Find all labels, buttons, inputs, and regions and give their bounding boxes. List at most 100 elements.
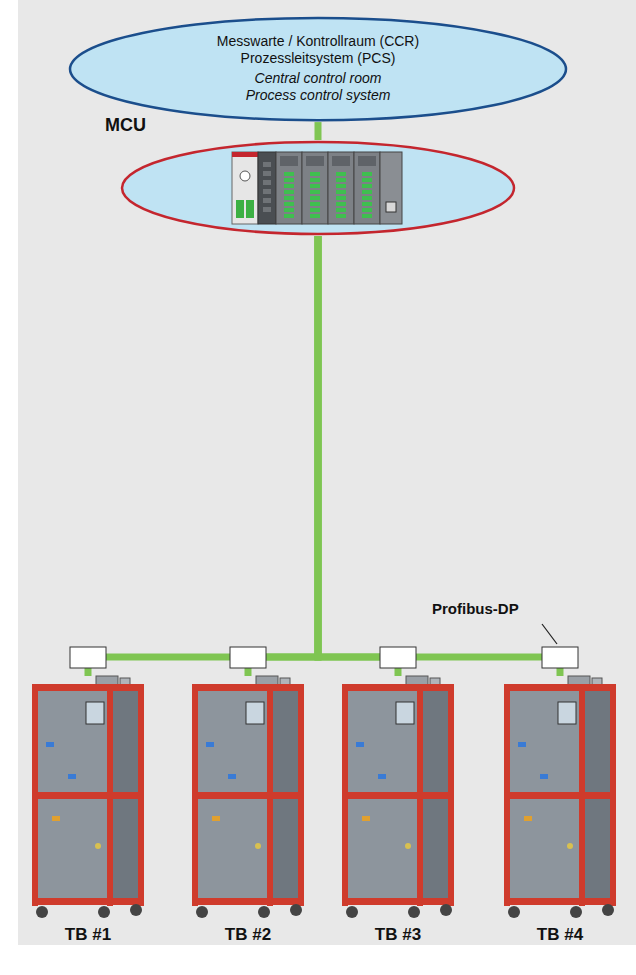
cabinet-screen — [246, 702, 264, 724]
cabinet-tag — [68, 774, 76, 779]
cabinet-frame-bar — [192, 684, 304, 691]
plc-led — [284, 208, 294, 212]
plc-led — [336, 178, 346, 182]
plc-cpu-module — [232, 152, 258, 224]
plc-led — [362, 184, 372, 188]
bus-connector-box — [380, 647, 416, 668]
cabinet-tag — [52, 816, 60, 821]
plc-led — [284, 202, 294, 206]
plc-led — [284, 172, 294, 176]
cabinet-wheel — [440, 904, 452, 916]
cabinet-tag — [228, 774, 236, 779]
cabinet-frame-bar — [192, 898, 304, 905]
bus-connector — [315, 122, 322, 140]
node-text: Central control room Process control sys… — [242, 70, 394, 104]
cabinet-tag — [212, 816, 220, 821]
plc-label — [306, 156, 324, 166]
cabinet-screen — [396, 702, 414, 724]
bus-label: Profibus-DP — [432, 600, 519, 617]
cabinet-screen — [86, 702, 104, 724]
terminal-box-cabinet: TB #1 — [28, 676, 148, 921]
node-heading: MCU — [105, 115, 146, 136]
plc-led — [336, 214, 346, 218]
cabinet-frame-bar — [504, 898, 616, 905]
node-outline — [122, 142, 514, 234]
plc-led — [263, 189, 271, 194]
cabinet-frame-bar — [342, 898, 454, 905]
plc-illustration — [232, 152, 402, 224]
plc-label — [358, 156, 376, 166]
node-heading: TB #4 — [500, 925, 620, 945]
node-shape — [120, 140, 516, 236]
cabinet-wheel — [290, 904, 302, 916]
plc-led — [336, 190, 346, 194]
cabinet-wheel — [36, 906, 48, 918]
bus-connector — [318, 236, 560, 676]
plc-io-module — [354, 152, 380, 224]
plc-led — [310, 172, 320, 176]
plc-led — [263, 180, 271, 185]
cabinet-tag — [540, 774, 548, 779]
plc-led — [362, 172, 372, 176]
plc-led — [310, 178, 320, 182]
plc-led — [310, 184, 320, 188]
cabinet-screen — [558, 702, 576, 724]
cabinet-wheel — [130, 904, 142, 916]
cabinet-tag — [524, 816, 532, 821]
cabinet-illustration — [504, 676, 616, 918]
cabinet-tag — [206, 742, 214, 747]
cabinet-wheel — [98, 906, 110, 918]
bus-connector-box — [70, 647, 106, 668]
cabinet-wheel — [570, 906, 582, 918]
bus-connector — [318, 236, 398, 676]
plc-led — [263, 162, 271, 167]
node-heading: TB #3 — [338, 925, 458, 945]
node-heading: TB #2 — [188, 925, 308, 945]
bus-connector — [248, 236, 318, 676]
cabinet-lock — [95, 843, 101, 849]
node-shape — [500, 676, 620, 921]
cabinet-illustration — [342, 676, 454, 918]
cabinet-lock — [255, 843, 261, 849]
cabinet-tag — [362, 816, 370, 821]
cabinet-wheel — [602, 904, 614, 916]
plc-led — [310, 202, 320, 206]
cabinet-frame-bar — [342, 684, 454, 691]
cabinet-tag — [518, 742, 526, 747]
node-shape — [28, 676, 148, 921]
node-shape — [338, 676, 458, 921]
plc-led — [362, 202, 372, 206]
plc-led — [310, 214, 320, 218]
cabinet-wheel — [508, 906, 520, 918]
plc-led — [284, 178, 294, 182]
bus-connector-box — [230, 647, 266, 668]
plc-led — [362, 208, 372, 212]
cabinet-wheel — [346, 906, 358, 918]
plc-power-module — [258, 152, 276, 224]
plc-knob — [240, 171, 250, 181]
plc-label — [332, 156, 350, 166]
cabinet-frame-bar — [342, 792, 454, 799]
cabinet-wheel — [408, 906, 420, 918]
node-shape — [188, 676, 308, 921]
cabinet-tag — [356, 742, 364, 747]
plc-led — [362, 196, 372, 200]
plc-led — [336, 172, 346, 176]
cabinet-wheel — [258, 906, 270, 918]
control-room-ellipse: Messwarte / Kontrollraum (CCR) Prozessle… — [68, 16, 568, 122]
plc-led — [246, 200, 254, 218]
plc-io-module — [302, 152, 328, 224]
plc-led — [362, 190, 372, 194]
terminal-box-cabinet: TB #3 — [338, 676, 458, 921]
cabinet-frame-bar — [192, 792, 304, 799]
node-shape — [68, 16, 568, 122]
cabinet-frame-bar — [504, 684, 616, 691]
mcu-ellipse: MCU — [120, 140, 516, 236]
plc-led — [263, 207, 271, 212]
cabinet-lock — [567, 843, 573, 849]
plc-led — [336, 202, 346, 206]
plc-led — [236, 200, 244, 218]
plc-led — [310, 190, 320, 194]
terminal-box-cabinet: TB #4 — [500, 676, 620, 921]
